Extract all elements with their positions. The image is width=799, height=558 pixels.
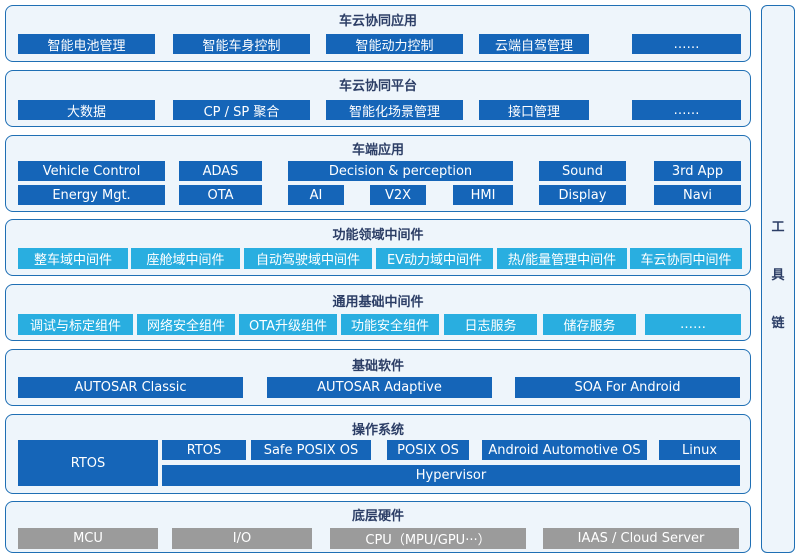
layer-title: 基础软件 [351, 359, 404, 374]
domain-mw-item: 热/能量管理中间件 [497, 248, 627, 269]
os-item: POSIX OS [387, 440, 469, 460]
layer-title: 车云协同应用 [338, 14, 417, 29]
layer-domain-middleware: 功能领域中间件 整车域中间件 座舱域中间件 自动驾驶域中间件 EV动力域中间件 … [5, 219, 751, 276]
layer-title: 车云协同平台 [338, 79, 417, 94]
layer-operating-system: 操作系统 RTOS RTOS Safe POSIX OS POSIX OS An… [5, 414, 751, 494]
toolchain-label: 具 [771, 268, 785, 283]
common-mw-item: 功能安全组件 [341, 314, 439, 335]
common-mw-item: 日志服务 [444, 314, 537, 335]
common-mw-item: 调试与标定组件 [18, 314, 133, 335]
domain-mw-item: 座舱域中间件 [131, 248, 240, 269]
app-item: 智能电池管理 [18, 34, 155, 54]
platform-item: …… [632, 100, 741, 120]
vehicle-app-item: Vehicle Control [18, 161, 165, 181]
vehicle-app-item: Decision & perception [288, 161, 513, 181]
vehicle-app-item: AI [288, 185, 344, 205]
layer-common-middleware: 通用基础中间件 调试与标定组件 网络安全组件 OTA升级组件 功能安全组件 日志… [5, 284, 751, 341]
vehicle-app-item: OTA [179, 185, 262, 205]
vehicle-app-item: Navi [654, 185, 741, 205]
domain-mw-item: 车云协同中间件 [630, 248, 742, 269]
platform-item: 智能化场景管理 [326, 100, 463, 120]
hw-item: IAAS / Cloud Server [543, 528, 739, 549]
layer-title: 通用基础中间件 [332, 295, 424, 310]
app-item: 智能车身控制 [173, 34, 310, 54]
domain-mw-item: 自动驾驶域中间件 [244, 248, 372, 269]
app-item: 智能动力控制 [326, 34, 463, 54]
vehicle-app-item: Energy Mgt. [18, 185, 165, 205]
os-item: Android Automotive OS [482, 440, 647, 460]
os-rtos-standalone: RTOS [18, 440, 158, 486]
platform-item: 接口管理 [479, 100, 589, 120]
toolchain-panel: 工 具 链 [761, 5, 795, 553]
base-sw-item: AUTOSAR Adaptive [267, 377, 492, 398]
domain-mw-item: EV动力域中间件 [376, 248, 493, 269]
vehicle-app-item: ADAS [179, 161, 262, 181]
hw-item: I/O [172, 528, 312, 549]
hypervisor: Hypervisor [162, 465, 740, 486]
layer-title: 车端应用 [351, 143, 404, 158]
hw-item: CPU（MPU/GPU···） [330, 528, 526, 549]
vehicle-app-item: Display [539, 185, 626, 205]
layer-base-software: 基础软件 AUTOSAR Classic AUTOSAR Adaptive SO… [5, 349, 751, 406]
vehicle-app-item: 3rd App [654, 161, 741, 181]
common-mw-item: 储存服务 [543, 314, 636, 335]
platform-item: CP / SP 聚合 [173, 100, 310, 120]
vehicle-app-item: Sound [539, 161, 626, 181]
os-item: RTOS [162, 440, 246, 460]
layer-vehicle-app: 车端应用 Vehicle Control ADAS Decision & per… [5, 135, 751, 212]
common-mw-item: 网络安全组件 [137, 314, 235, 335]
common-mw-item: OTA升级组件 [239, 314, 337, 335]
os-item: Linux [659, 440, 740, 460]
vehicle-app-item: HMI [453, 185, 513, 205]
os-item: Safe POSIX OS [251, 440, 371, 460]
common-mw-item: …… [645, 314, 741, 335]
app-item: …… [632, 34, 741, 54]
toolchain-label: 工 [771, 220, 785, 235]
app-item: 云端自驾管理 [479, 34, 589, 54]
toolchain-label: 链 [771, 316, 785, 331]
layer-cloud-app: 车云协同应用 智能电池管理 智能车身控制 智能动力控制 云端自驾管理 …… [5, 5, 751, 62]
vehicle-app-item: V2X [370, 185, 426, 205]
layer-title: 操作系统 [351, 423, 404, 438]
hw-item: MCU [18, 528, 158, 549]
domain-mw-item: 整车域中间件 [18, 248, 128, 269]
layer-title: 底层硬件 [351, 509, 404, 524]
base-sw-item: AUTOSAR Classic [18, 377, 243, 398]
layer-title: 功能领域中间件 [332, 228, 424, 243]
layer-hardware: 底层硬件 MCU I/O CPU（MPU/GPU···） IAAS / Clou… [5, 501, 751, 553]
platform-item: 大数据 [18, 100, 155, 120]
base-sw-item: SOA For Android [515, 377, 740, 398]
layer-cloud-platform: 车云协同平台 大数据 CP / SP 聚合 智能化场景管理 接口管理 …… [5, 70, 751, 127]
